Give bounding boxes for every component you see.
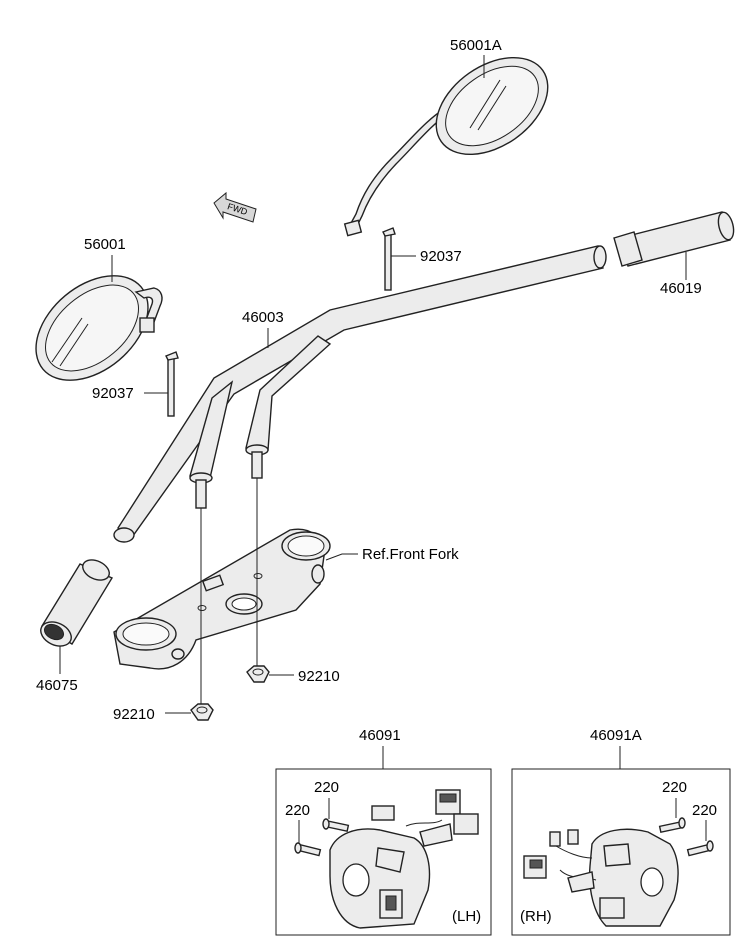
mirror-left	[35, 275, 163, 381]
label-mirror-right: 56001A	[450, 37, 502, 54]
label-grip-right: 46019	[660, 280, 702, 297]
label-nut-left: 92210	[113, 706, 155, 723]
nut-right	[246, 665, 270, 683]
label-switch-rh: 46091A	[590, 727, 642, 744]
label-bolt-right: 92037	[420, 248, 462, 265]
label-mirror-left: 56001	[84, 236, 126, 253]
label-screw-lh-a: 220	[314, 779, 339, 796]
label-front-fork: Ref.Front Fork	[362, 546, 459, 563]
label-handlebar: 46003	[242, 309, 284, 326]
switch-lh-box	[275, 768, 492, 936]
label-screw-lh-b: 220	[285, 802, 310, 819]
handlebar	[113, 245, 607, 543]
label-side-lh: (LH)	[452, 908, 481, 925]
grip-left	[40, 559, 114, 647]
bolt-right	[382, 227, 396, 291]
label-screw-rh-b: 220	[692, 802, 717, 819]
handlebar-clamp	[113, 528, 331, 670]
bolt-left	[165, 351, 179, 417]
switch-rh-box	[511, 768, 731, 936]
label-switch-lh: 46091	[359, 727, 401, 744]
fwd-arrow-icon: FWD	[213, 191, 257, 223]
switch-rh	[523, 828, 679, 927]
screw-lh-a	[322, 818, 350, 833]
label-nut-right: 92210	[298, 668, 340, 685]
screw-rh-b	[686, 840, 714, 857]
label-side-rh: (RH)	[520, 908, 552, 925]
grip-right	[613, 211, 735, 267]
label-bolt-left: 92037	[92, 385, 134, 402]
switch-lh	[329, 789, 479, 929]
screw-lh-b	[294, 842, 322, 857]
nut-left	[190, 703, 214, 721]
mirror-right	[343, 56, 549, 237]
label-grip-left: 46075	[36, 677, 78, 694]
screw-rh-a	[658, 817, 686, 834]
label-screw-rh-a: 220	[662, 779, 687, 796]
